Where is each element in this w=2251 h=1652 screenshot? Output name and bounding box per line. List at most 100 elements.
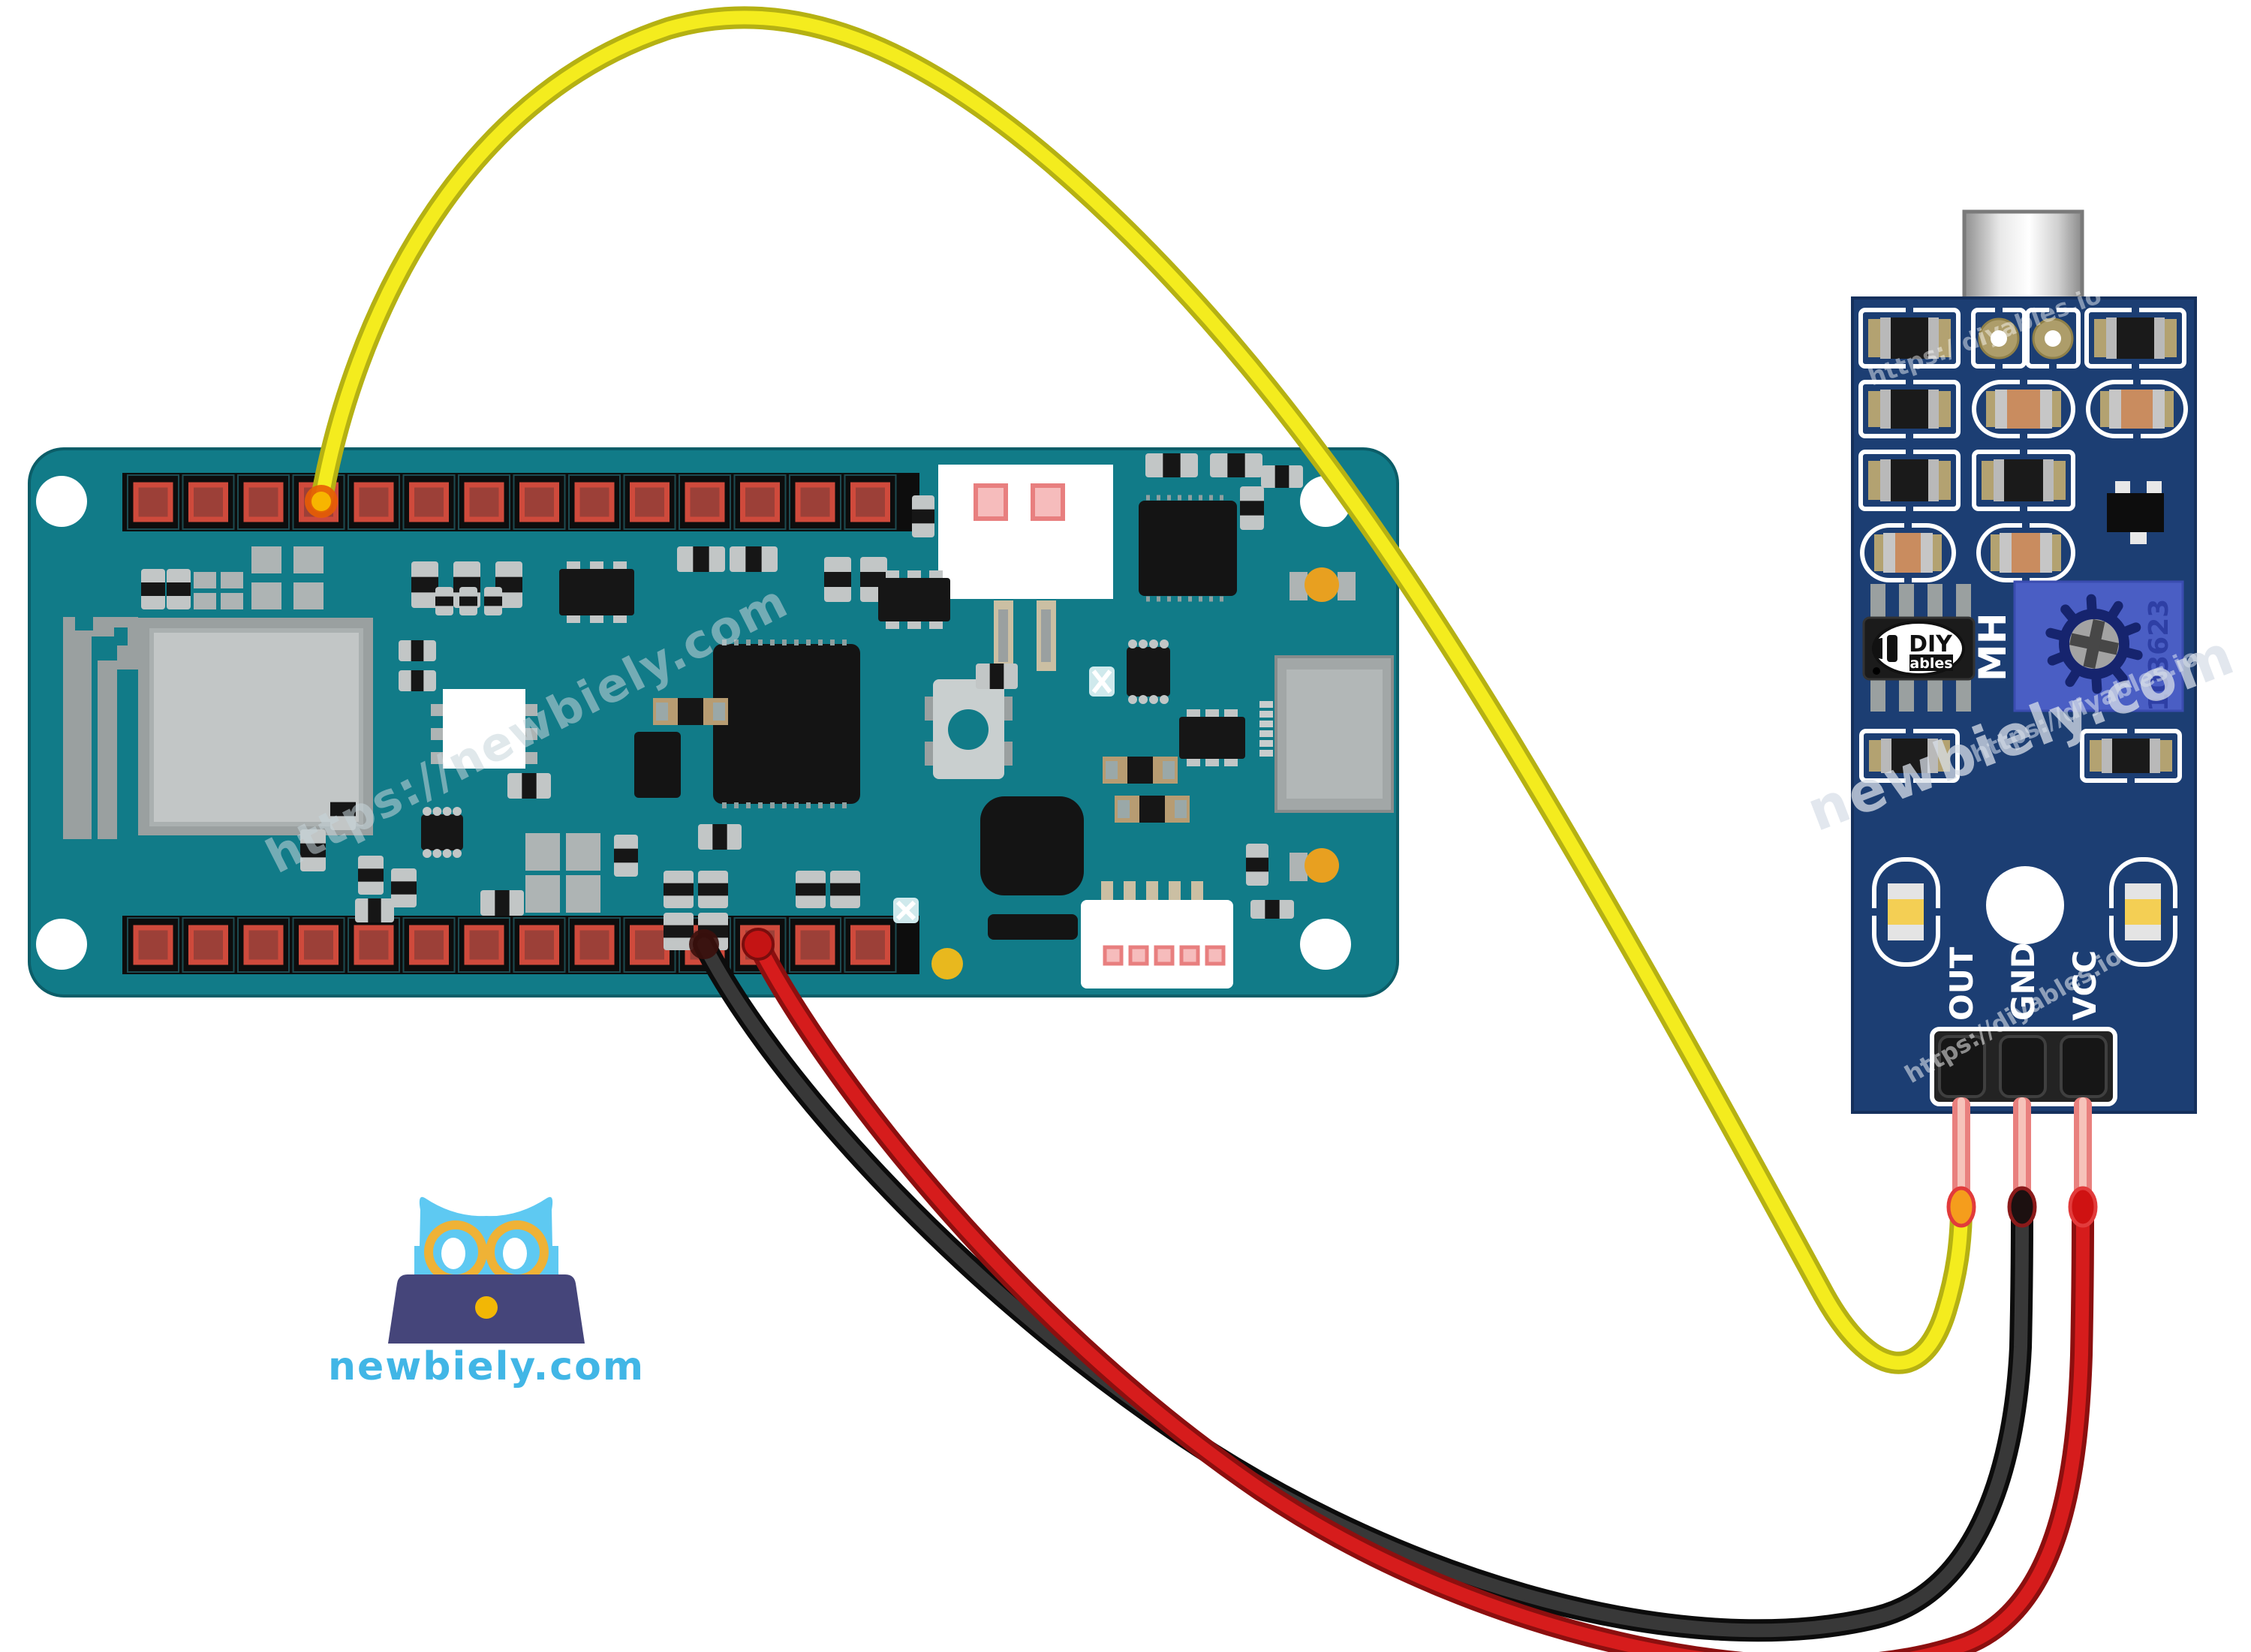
arduino-top-pin-2 [188,482,228,522]
ic-leg [423,807,432,816]
smd-body [411,640,424,661]
trimpot-gear-icon [2045,594,2143,694]
smd-body [484,596,502,606]
sound-sensor-module: DIY ables MH 103623 OUT GND VCC [1851,209,2197,1114]
smd-body [614,848,638,863]
wire-tip-icon [2068,1186,2098,1228]
cap-end [2000,533,2012,573]
resistor-end [2043,459,2054,501]
smd-body [522,773,537,799]
resistor-end [1994,459,2004,501]
resistor-end [2150,739,2160,773]
smd-pad [194,572,216,588]
smd-body [698,883,728,896]
pad [1338,572,1356,600]
arduino-top-pin-14 [850,482,890,522]
resistor-end [1928,390,1939,429]
smd-body [368,898,381,922]
arduino-top-pin-10 [630,482,670,522]
smd-mark [656,703,668,721]
smd-body [1163,453,1181,477]
wifi-antenna-icon [63,617,138,839]
arduino-bottom-pin-4 [299,925,339,965]
arduino-bottom-pin-2 [188,925,228,965]
resistor-end [2154,317,2165,359]
trimpot: 103623 [2013,580,2184,712]
sensor-pin-leg-core [1958,1097,1965,1202]
smd-body [824,572,851,587]
resistor-end [1928,317,1939,359]
ic-leg [1128,639,1137,648]
ic-leg [423,849,432,858]
smd-mark [713,703,725,721]
site-logo: newbiely.com [328,1196,645,1389]
smd-mark [1163,761,1175,779]
arduino-bottom-pin-7 [464,925,504,965]
arduino-bottom-pin-5 [354,925,394,965]
cap-end [1995,390,2007,429]
site-logo-text: newbiely.com [328,1344,645,1389]
trimpot-code: 103623 [2144,599,2174,712]
smd-body [664,925,694,938]
via-icon [1305,567,1339,602]
resistor-end [1880,317,1891,359]
mounting-hole-icon [1300,919,1351,970]
smd-mark [1106,761,1118,779]
smd-clip-x [895,900,916,921]
smd-body [141,582,165,596]
wire-tip-icon [2007,1186,2037,1228]
flash-chip [634,732,681,798]
smd-body [693,546,709,572]
resistor-end [1928,459,1939,501]
crypto-region [938,465,1113,671]
via-icon [931,948,963,979]
smd-ic [1127,647,1170,697]
battery-connector [1081,881,1233,988]
smd-body [678,698,703,725]
cap-end [2040,533,2052,573]
mcu-chip [713,644,860,804]
wires [305,6,2098,1652]
reset-button [925,679,1013,779]
smd-body [745,546,762,572]
smd-body [664,883,694,896]
cap-end [2153,390,2165,429]
led-center [2125,899,2161,925]
arduino-top-pin-7 [464,482,504,522]
mounting-hole-icon [36,476,87,527]
led-center [1888,899,1924,925]
sensor-pin-leg-core [2018,1097,2026,1202]
capacitor [988,914,1078,940]
smd-body [1246,857,1268,872]
sensor-silkscreen-label: MH [1971,612,2015,682]
smd-body [1227,453,1245,477]
ic-leg [1139,695,1148,704]
wire-joint-icon [742,928,775,961]
smd-body [391,881,417,895]
ic-leg [1149,695,1158,704]
arduino-bottom-pin-6 [409,925,449,965]
smd-mark [1118,800,1130,818]
arduino-bottom-pin-1 [133,925,173,965]
smd-pad [251,546,281,573]
smd-transistor [878,578,950,621]
wire-tip-icon [1946,1186,1976,1228]
smd-body [1274,465,1290,488]
arduino-top-pin-1 [133,482,173,522]
smd-pad [194,593,216,609]
diyables-chip: DIY ables [1862,584,1976,712]
ic-leg [453,849,462,858]
arduino-smd-layer [141,453,1303,950]
resistor-end [2106,317,2117,359]
arduino-top-pin-8 [519,482,559,522]
diyables-logo-text: DIY [1909,631,1953,657]
smd-body [989,664,1004,689]
signal-wire [314,11,1968,1370]
ic-leg [453,807,462,816]
smd-body [495,576,522,593]
smd-pad [221,572,243,588]
ic-leg [432,807,442,816]
smd-body [495,890,510,916]
arduino-top-pin-11 [685,482,725,522]
